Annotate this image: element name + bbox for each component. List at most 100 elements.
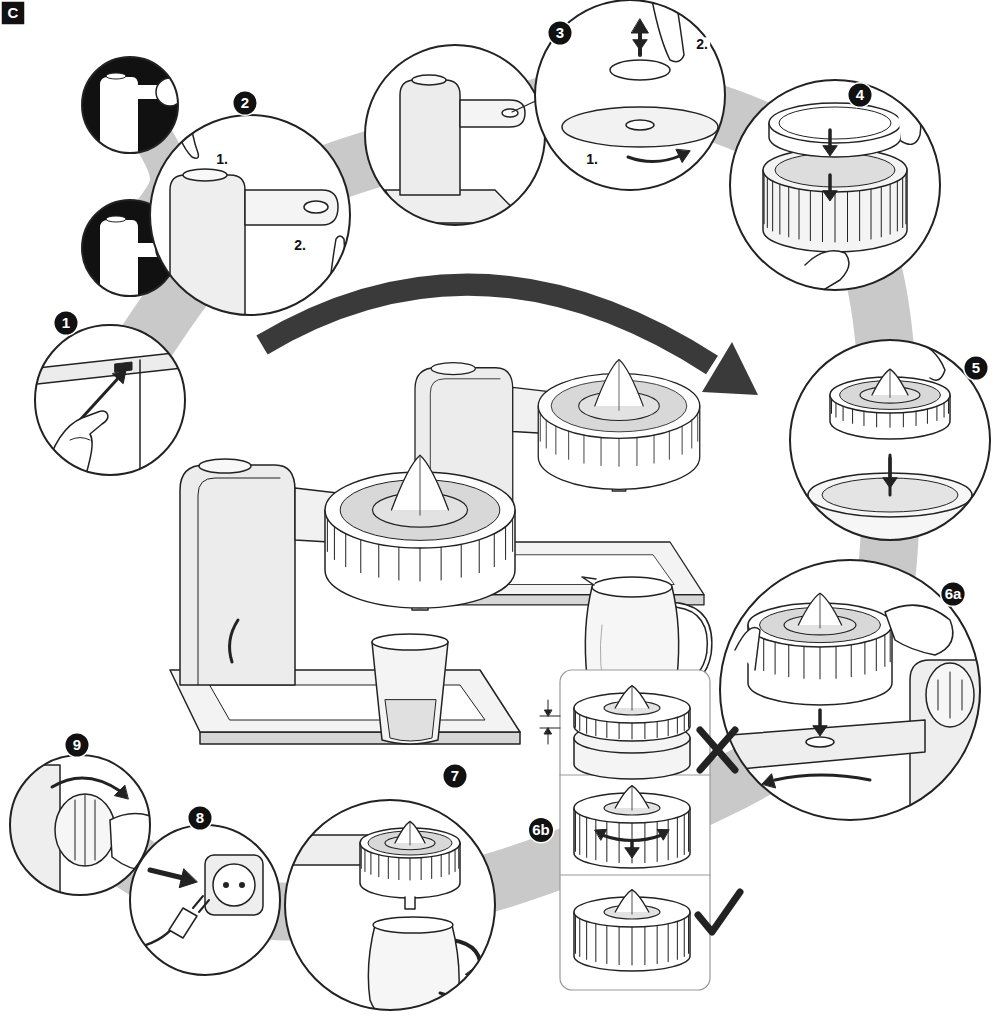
line-art	[361, 846, 362, 868]
line-art	[890, 413, 891, 427]
detail-circle-1	[20, 325, 200, 490]
line-art	[420, 548, 421, 581]
sub-step-label: 1.	[584, 152, 600, 167]
callout-badge	[233, 91, 258, 116]
line-art	[636, 437, 637, 465]
line-art	[851, 645, 852, 677]
line-art	[230, 620, 238, 662]
arrow-head	[676, 150, 690, 163]
line-art	[200, 732, 520, 744]
line-art	[883, 478, 897, 488]
line-art	[385, 75, 527, 223]
line-art	[916, 411, 917, 425]
line-art	[890, 370, 891, 398]
line-art	[938, 672, 962, 718]
line-art	[400, 80, 460, 195]
line-art	[575, 811, 576, 851]
line-art	[606, 926, 607, 964]
line-art	[378, 544, 379, 577]
line-art	[213, 864, 255, 906]
line-art	[691, 420, 692, 448]
line-art	[632, 927, 633, 965]
line-art	[431, 857, 432, 879]
callout-badge	[941, 582, 966, 607]
line-art	[902, 178, 903, 228]
line-art	[677, 817, 678, 857]
line-art	[936, 406, 937, 420]
detail-circle-5	[790, 340, 990, 577]
line-art	[170, 175, 245, 325]
line-art	[270, 835, 370, 865]
kitchen-machine	[170, 455, 520, 744]
callout-badge	[65, 733, 90, 758]
line-art	[360, 540, 361, 573]
detail-ground	[130, 825, 280, 975]
line-art	[562, 107, 718, 147]
line-art	[398, 858, 399, 880]
line-art	[579, 715, 580, 731]
line-art	[668, 720, 669, 736]
line-art	[775, 775, 870, 780]
callout-number: 1	[62, 315, 70, 332]
line-art	[779, 184, 780, 234]
line-art	[602, 835, 662, 841]
line-art	[684, 919, 685, 957]
figure-letter: C	[8, 5, 19, 22]
line-art	[540, 413, 541, 441]
line-art	[106, 73, 126, 79]
line-art	[884, 635, 885, 667]
line-art	[239, 882, 245, 888]
line-art	[70, 438, 90, 441]
detail-circle-3	[535, 0, 725, 190]
line-art	[270, 821, 481, 1018]
line-art	[586, 717, 587, 733]
callout-badge	[54, 311, 79, 336]
fitting-check-panel	[540, 670, 740, 990]
line-art	[632, 786, 633, 810]
arrow-head	[113, 370, 126, 384]
line-art	[806, 737, 834, 747]
line-art	[410, 858, 411, 880]
detail-circle	[365, 45, 545, 225]
detail-circle-8	[125, 825, 280, 975]
line-art	[835, 403, 836, 417]
line-art	[364, 850, 365, 872]
line-art	[441, 855, 442, 877]
detail-circle-4	[730, 80, 940, 295]
line-art	[619, 361, 620, 410]
detail-circle-9	[0, 755, 160, 905]
callout-badge	[548, 21, 573, 46]
line-art	[205, 855, 263, 915]
line-art	[823, 191, 837, 201]
line-art	[555, 426, 556, 454]
callout-badge	[964, 356, 989, 381]
line-art	[327, 518, 328, 551]
detail-circle-7	[270, 800, 495, 1018]
line-art	[441, 547, 442, 580]
line-art	[601, 437, 602, 465]
line-art	[334, 526, 335, 559]
arrow-head	[114, 785, 128, 799]
detail-circle	[720, 560, 980, 820]
detail-circle	[790, 340, 990, 540]
callout-number: 4	[856, 87, 864, 104]
line-art	[455, 850, 456, 872]
line-art	[540, 700, 560, 744]
line-art	[810, 191, 811, 241]
line-art	[669, 431, 670, 459]
line-art	[948, 399, 949, 413]
line-art	[619, 927, 620, 965]
drinking-glass	[385, 700, 436, 741]
line-art	[897, 181, 898, 231]
line-art	[730, 720, 925, 770]
line-art	[890, 630, 891, 662]
wrong-mark	[700, 730, 735, 770]
line-art	[652, 0, 684, 62]
line-art	[100, 220, 138, 296]
line-art	[632, 686, 633, 710]
line-art	[606, 722, 607, 738]
line-art	[579, 919, 580, 957]
line-art	[836, 646, 837, 678]
